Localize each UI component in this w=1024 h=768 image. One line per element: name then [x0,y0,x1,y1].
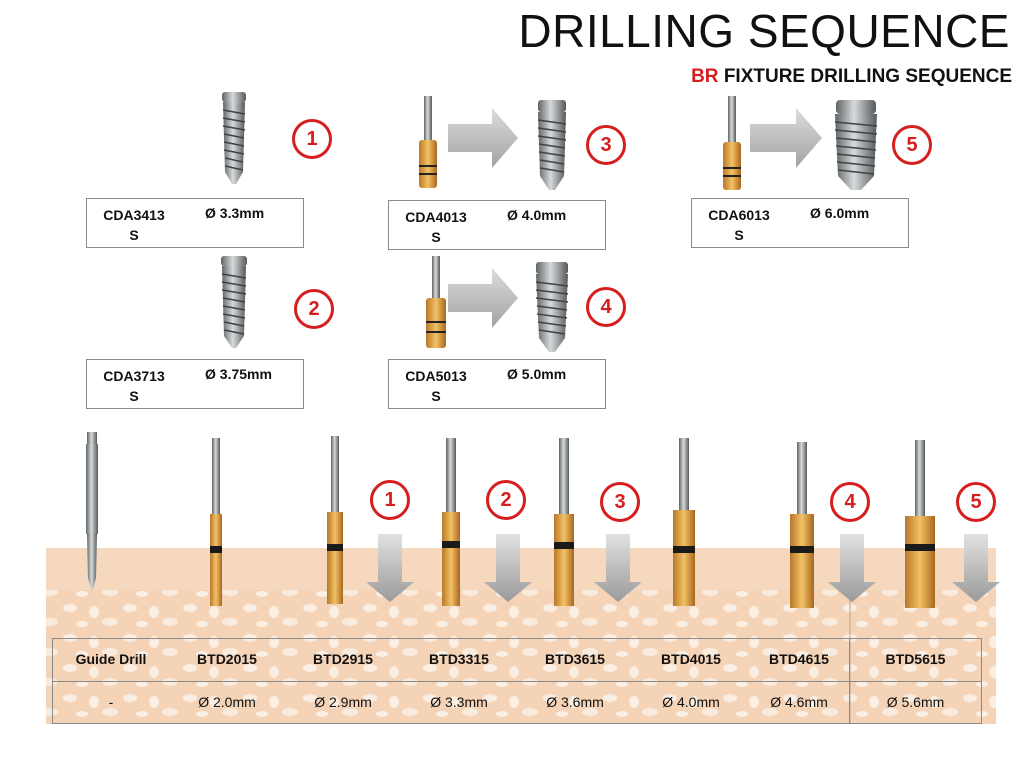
fixture-code-text: CDA3713 [103,368,165,384]
subtitle-accent: BR [691,66,719,87]
drill-name-cell: BTD3615 [545,651,605,667]
implant-icon [222,92,246,184]
countersink-drill-icon [426,256,446,348]
drill-table: Guide Drill BTD2015 BTD2915 BTD3315 BTD3… [52,638,982,724]
drill-diameter-cell: - [108,694,114,710]
fixture-diameter: Ø 4.0mm [507,207,567,223]
drill-step-marker: 2 [486,480,526,520]
drill-diameter-cell: Ø 5.6mm [886,694,945,710]
fixture-code-suffix: S [734,227,744,243]
drill-name-cell: BTD4015 [661,651,721,667]
drill-name-cell: BTD2015 [197,651,257,667]
fixture-code-text: CDA3413 [103,207,165,223]
fixture-diameter: Ø 5.0mm [507,366,567,382]
guide-drill-icon [86,432,98,592]
fixture-code-suffix: S [129,227,139,243]
implant-icon [537,100,567,190]
fixture-info-box: CDA3713 S Ø 3.75mm [86,359,304,409]
fixture-code-text: CDA4013 [405,209,467,225]
fixture-diameter: Ø 3.3mm [205,205,265,221]
fixture-code-suffix: S [431,388,441,404]
drill-step-marker: 1 [370,480,410,520]
drill-name-row: Guide Drill BTD2015 BTD2915 BTD3315 BTD3… [53,639,981,682]
twist-drill-icon [554,438,574,606]
fixture-code-text: CDA5013 [405,368,467,384]
down-arrow-icon [366,534,414,602]
drill-name-cell: BTD2915 [313,651,373,667]
page-subtitle: BR FIXTURE DRILLING SEQUENCE [691,66,1012,88]
drill-diameter-cell: Ø 3.3mm [430,694,488,710]
fixture-step-marker: 5 [892,125,932,165]
down-arrow-icon [952,534,1000,602]
fixture-code: CDA4013 S [401,207,471,247]
implant-icon [535,262,569,352]
down-arrow-icon [828,534,876,602]
drill-name-cell: BTD4615 [769,651,829,667]
fixture-code: CDA6013 S [704,205,774,245]
drill-diameter-cell: Ø 2.9mm [314,694,372,710]
fixture-step-marker: 3 [586,125,626,165]
drill-name-cell: Guide Drill [75,651,147,667]
fixture-info-box: CDA6013 S Ø 6.0mm [691,198,909,248]
drill-diameter-cell: Ø 3.6mm [546,694,604,710]
fixture-info-box: CDA4013 S Ø 4.0mm [388,200,606,250]
right-arrow-icon [750,108,822,168]
twist-drill-icon [905,440,935,608]
right-arrow-icon [448,268,518,328]
fixture-code-suffix: S [129,388,139,404]
drill-step-marker: 4 [830,482,870,522]
page-title: DRILLING SEQUENCE [518,5,1010,57]
fixture-code: CDA3713 S [99,366,169,406]
drill-name-cell: BTD3315 [429,651,489,667]
right-arrow-icon [448,108,518,168]
drill-diameter-row: - Ø 2.0mm Ø 2.9mm Ø 3.3mm Ø 3.6mm Ø 4.0m… [53,682,981,724]
twist-drill-icon [790,442,814,608]
fixture-diameter: Ø 6.0mm [810,205,870,221]
fixture-info-box: CDA5013 S Ø 5.0mm [388,359,606,409]
fixture-diameter: Ø 3.75mm [205,366,272,382]
drill-diameter-cell: Ø 4.0mm [662,694,720,710]
drill-step-marker: 5 [956,482,996,522]
fixture-code: CDA3413 S [99,205,169,245]
fixture-info-box: CDA3413 S Ø 3.3mm [86,198,304,248]
drill-name-cell: BTD5615 [885,651,946,667]
fixture-step-marker: 2 [294,289,334,329]
drill-diameter-cell: Ø 4.6mm [770,694,828,710]
fixture-step-marker: 4 [586,287,626,327]
subtitle-text: FIXTURE DRILLING SEQUENCE [723,66,1012,87]
down-arrow-icon [484,534,532,602]
drill-step-marker: 3 [600,482,640,522]
countersink-drill-icon [419,96,437,188]
twist-drill-icon [210,438,222,606]
table-divider [849,639,850,723]
fixture-code-text: CDA6013 [708,207,770,223]
fixture-code: CDA5013 S [401,366,471,406]
twist-drill-icon [327,436,343,604]
fixture-step-marker: 1 [292,119,332,159]
drill-diameter-cell: Ø 2.0mm [198,694,256,710]
implant-icon [221,256,247,348]
down-arrow-icon [594,534,642,602]
twist-drill-icon [442,438,460,606]
countersink-drill-icon [723,96,741,190]
fixture-code-suffix: S [431,229,441,245]
bone-block [46,548,996,724]
implant-icon [834,100,878,190]
twist-drill-icon [673,438,695,606]
